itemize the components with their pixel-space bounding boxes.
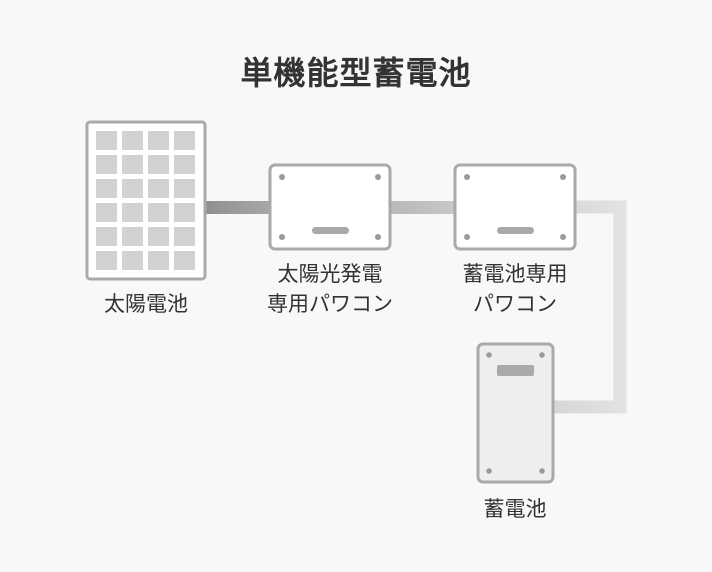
solar-pcs-label-line1: 太陽光発電: [277, 262, 383, 286]
solar-pcs-label: 太陽光発電 専用パワコン: [240, 259, 420, 319]
solar-panel-cells: [96, 131, 195, 270]
battery-pcs-indicator: [497, 227, 534, 234]
connector-battery-pcs-to-battery: [553, 200, 627, 414]
solar-pcs-label-line2: 専用パワコン: [267, 292, 393, 316]
battery-unit: [476, 342, 555, 484]
diagram-title: 単機能型蓄電池: [240, 54, 472, 92]
battery-pcs-label-line1: 蓄電池専用: [462, 262, 568, 286]
solar-pcs-box: [268, 163, 392, 251]
connector-solar-pcs-to-battery-pcs: [390, 201, 456, 214]
connector-panel-to-solar-pcs: [205, 201, 271, 214]
solar-panel-label-text: 太陽電池: [104, 292, 188, 316]
battery-label: 蓄電池: [445, 494, 585, 524]
battery-pcs-box: [453, 163, 577, 251]
solar-panel-label: 太陽電池: [76, 289, 216, 319]
solar-panel: [85, 120, 207, 281]
battery-display: [497, 365, 534, 376]
solar-pcs-indicator: [312, 227, 349, 234]
battery-label-text: 蓄電池: [483, 497, 547, 521]
battery-pcs-label: 蓄電池専用 パワコン: [425, 259, 605, 319]
battery-pcs-label-line2: パワコン: [473, 292, 557, 316]
